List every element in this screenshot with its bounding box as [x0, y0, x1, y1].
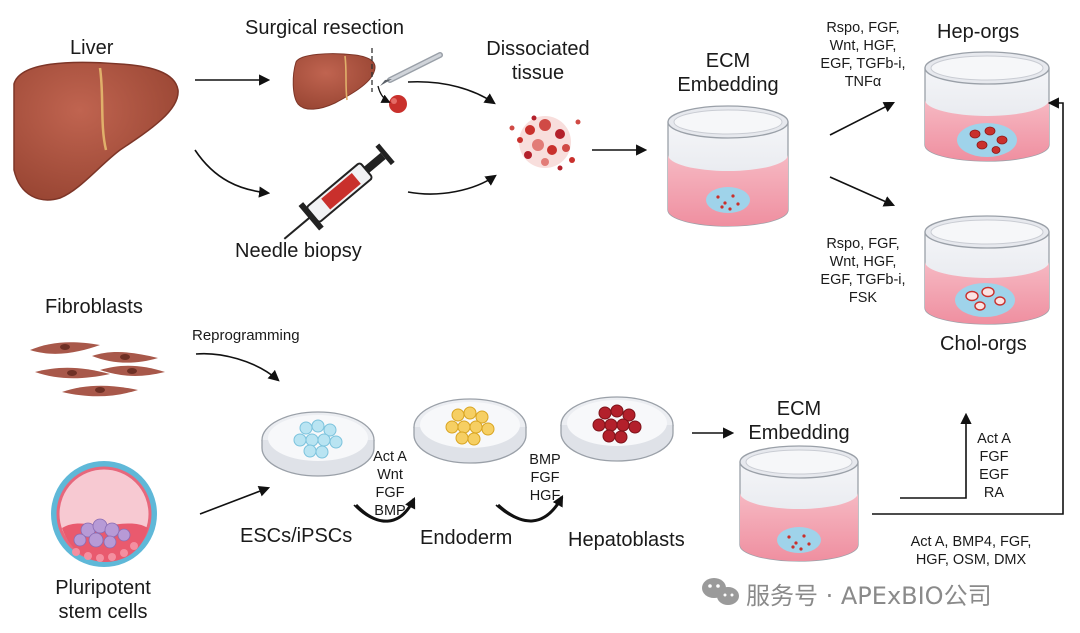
- cholangiocyte-branch-factors: Act A FGF EGF RA: [968, 430, 1020, 502]
- chol-branch-factor: EGF: [979, 467, 1009, 483]
- flow-arrows: [194, 74, 1064, 522]
- endoderm-factor: FGF: [375, 485, 405, 501]
- esc-dish-icon: [261, 411, 375, 477]
- ecm-top-line-2: Embedding: [677, 74, 779, 96]
- hepatoblasts-label: Hepatoblasts: [568, 529, 685, 551]
- endoderm-factor: Act A: [373, 449, 407, 465]
- ecm-embedding-top-label: ECM Embedding: [666, 49, 790, 97]
- pluripotent-stem-cells-label: Pluripotent stem cells: [38, 576, 168, 624]
- chol-factor: Rspo, FGF,: [826, 236, 900, 252]
- hep-factor: TNFα: [844, 74, 882, 90]
- reprogramming-label: Reprogramming: [192, 327, 300, 344]
- ecm-embedding-bottom-label: ECM Embedding: [737, 397, 861, 445]
- surgical-resection-label: Surgical resection: [245, 17, 404, 39]
- hepatoblast-induction-factors: BMP FGF HGF: [520, 451, 570, 505]
- endoderm-induction-factors: Act A Wnt FGF BMP: [364, 448, 416, 520]
- bottom-ecm-dish-icon: [739, 445, 859, 562]
- fibroblasts-label: Fibroblasts: [45, 296, 143, 318]
- liver-icon: [13, 61, 179, 201]
- dissociated-tissue-line-2: tissue: [511, 62, 565, 84]
- dissociated-tissue-icon: [509, 115, 581, 171]
- ecm-bottom-line-2: Embedding: [748, 422, 850, 444]
- endoderm-dish-icon: [413, 398, 527, 464]
- psc-line-2: stem cells: [58, 601, 148, 623]
- hep-factor: Rspo, FGF,: [826, 20, 900, 36]
- resected-liver-icon: [292, 48, 407, 113]
- fibroblast-icon: [30, 342, 165, 397]
- scalpel-icon: [380, 52, 443, 86]
- hep-orgs-dish-icon: [924, 51, 1050, 162]
- petri-dish-icon: [667, 105, 789, 227]
- hep-factor: Wnt, HGF,: [829, 38, 897, 54]
- chol-orgs-dish-icon: [924, 215, 1050, 325]
- hepatoblast-factor: BMP: [529, 452, 561, 468]
- chol-branch-factor: Act A: [977, 431, 1011, 447]
- ecm-top-line-1: ECM: [705, 50, 751, 72]
- chol-orgs-media-factors: Rspo, FGF, Wnt, HGF, EGF, TGFb-i, FSK: [817, 235, 909, 307]
- needle-biopsy-label: Needle biopsy: [235, 240, 362, 262]
- ecm-bottom-line-1: ECM: [776, 398, 822, 420]
- hepatoblast-dish-icon: [560, 396, 674, 462]
- chol-factor: Wnt, HGF,: [829, 254, 897, 270]
- chol-branch-factor: FGF: [979, 449, 1009, 465]
- liver-label: Liver: [70, 37, 114, 59]
- blastocyst-icon: [51, 461, 157, 567]
- hep-factor: EGF, TGFb-i,: [820, 56, 906, 72]
- hep-orgs-label: Hep-orgs: [937, 21, 1020, 43]
- endoderm-label: Endoderm: [420, 527, 513, 549]
- hepatoblast-factor: HGF: [529, 488, 561, 504]
- chol-branch-factor: RA: [983, 485, 1005, 501]
- dissociated-tissue-label: Dissociated tissue: [476, 37, 600, 85]
- maturation-factor: HGF, OSM, DMX: [915, 552, 1027, 568]
- endoderm-factor: Wnt: [377, 467, 403, 483]
- endoderm-factor: BMP: [374, 503, 406, 519]
- hepatocyte-maturation-factors: Act A, BMP4, FGF, HGF, OSM, DMX: [895, 533, 1047, 569]
- chol-factor: FSK: [848, 290, 878, 306]
- watermark: 服务号 · APExBIO公司: [746, 582, 992, 610]
- hepatoblast-factor: FGF: [530, 470, 560, 486]
- chol-factor: EGF, TGFb-i,: [820, 272, 906, 288]
- chol-orgs-label: Chol-orgs: [940, 333, 1027, 355]
- psc-line-1: Pluripotent: [55, 577, 151, 599]
- syringe-icon: [283, 143, 395, 240]
- hep-orgs-media-factors: Rspo, FGF, Wnt, HGF, EGF, TGFb-i, TNFα: [817, 19, 909, 91]
- dissociated-tissue-line-1: Dissociated: [486, 38, 590, 60]
- maturation-factor: Act A, BMP4, FGF,: [910, 534, 1032, 550]
- wechat-icon: [702, 578, 739, 605]
- escs-ipscs-label: ESCs/iPSCs: [240, 525, 353, 547]
